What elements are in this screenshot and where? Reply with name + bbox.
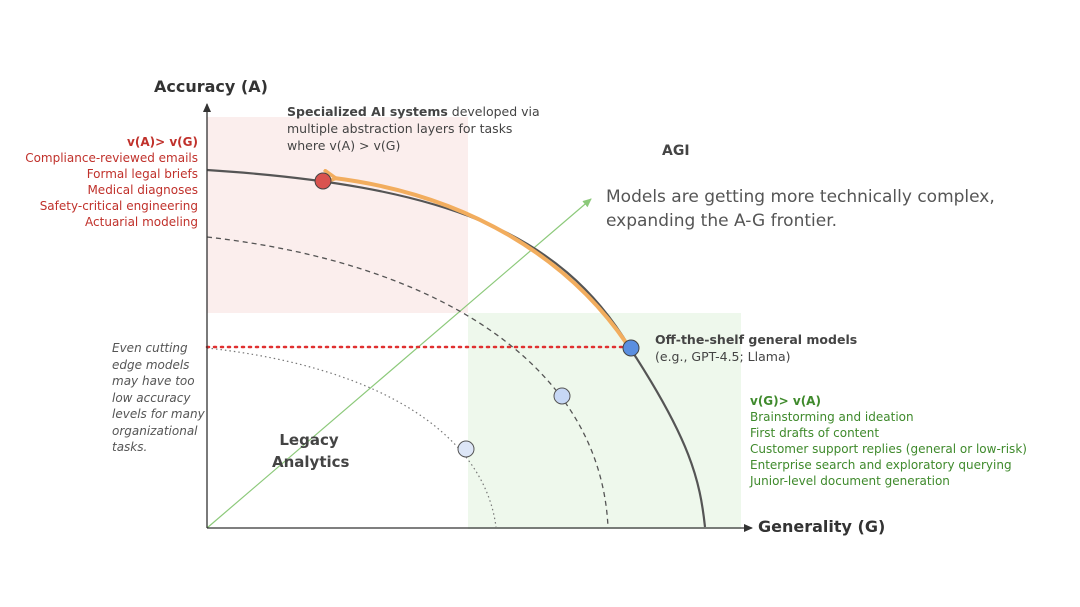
list-item: Customer support replies (general or low… (750, 442, 1027, 456)
general-models-label: Off-the-shelf general models (e.g., GPT-… (655, 332, 858, 364)
frontier-message: Models are getting more technically comp… (606, 187, 995, 231)
specialized-systems-title: Specialized AI systems (287, 104, 448, 119)
list-item: Compliance-reviewed emails (25, 151, 198, 165)
current-frontier-curve (206, 168, 707, 528)
specialization-arrow (334, 178, 629, 346)
intermediate-frontier-curve (206, 236, 609, 528)
list-item: Enterprise search and exploratory queryi… (750, 458, 1012, 472)
general-model-dot (622, 339, 640, 357)
specialized-systems-label: Specialized AI systems developed via mul… (287, 104, 540, 153)
legacy-model-dot (457, 440, 475, 458)
list-item: Actuarial modeling (85, 215, 198, 229)
list-item: Medical diagnoses (87, 183, 198, 197)
generality-task-list: v(G)> v(A) Brainstorming and ideation Fi… (750, 394, 1027, 488)
legacy-frontier-curve (206, 347, 497, 528)
list-item: Junior-level document generation (750, 474, 950, 488)
list-item: Formal legal briefs (86, 167, 198, 181)
list-item: First drafts of content (750, 426, 880, 440)
y-axis-title: Accuracy (A) (154, 77, 268, 96)
accuracy-zone (207, 117, 468, 313)
intermediate-model-dot (553, 387, 571, 405)
accuracy-task-list: v(A)> v(G) Compliance-reviewed emails Fo… (25, 135, 198, 229)
legacy-analytics-label: Legacy Analytics (272, 431, 350, 471)
frontier-growth-arrow (206, 198, 592, 529)
list-item: Safety-critical engineering (39, 199, 198, 213)
cutting-edge-note: Even cutting edge models may have too lo… (112, 341, 205, 454)
specialized-system-dot (314, 172, 332, 190)
x-axis-title: Generality (G) (758, 517, 886, 536)
list-item: Brainstorming and ideation (750, 410, 914, 424)
agi-label: AGI (662, 143, 690, 159)
